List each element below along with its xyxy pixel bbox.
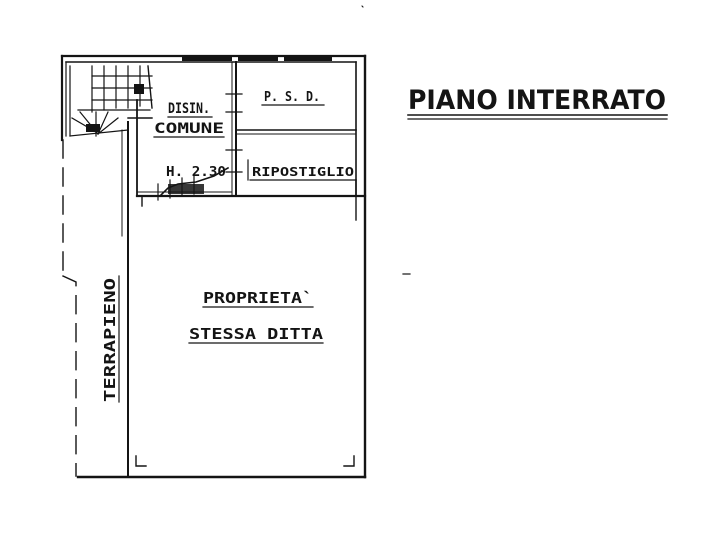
terrapieno-label: TERRAPIENO [101,278,119,402]
stair-landing-mark [86,124,100,132]
outer-walls [60,54,367,479]
top-wall-fill-a [182,57,232,61]
disimpegno-label-2: COMUNE [154,121,224,137]
stray-marks [361,5,411,275]
height-label: H. 2.30 [166,165,226,180]
top-wall-fill-c [284,57,332,61]
psd-label: P. S. D. [264,90,320,105]
top-wall-fill-b [238,57,278,61]
ripostiglio-label: RIPOSTIGLIO [252,165,354,179]
room-ripostiglio: RIPOSTIGLIO [135,159,367,221]
room-psd: P. S. D. [235,90,357,135]
property-label-2: STESSA DITTA [189,325,323,343]
terrapieno-zone: TERRAPIENO [62,121,129,478]
room-property: PROPRIETA` STESSA DITTA [135,289,355,467]
drawing-title: PIANO INTERRATO [407,85,668,120]
staircase [69,65,153,137]
stair-post-mark [134,84,144,94]
property-label-1: PROPRIETA` [203,289,313,307]
lower-stair-fill [168,184,204,194]
room-disimpegno: DISIN. COMUNE H. 2.30 [136,61,243,207]
title-text: PIANO INTERRATO [408,85,666,116]
disimpegno-label-1: DISIN. [168,101,210,117]
